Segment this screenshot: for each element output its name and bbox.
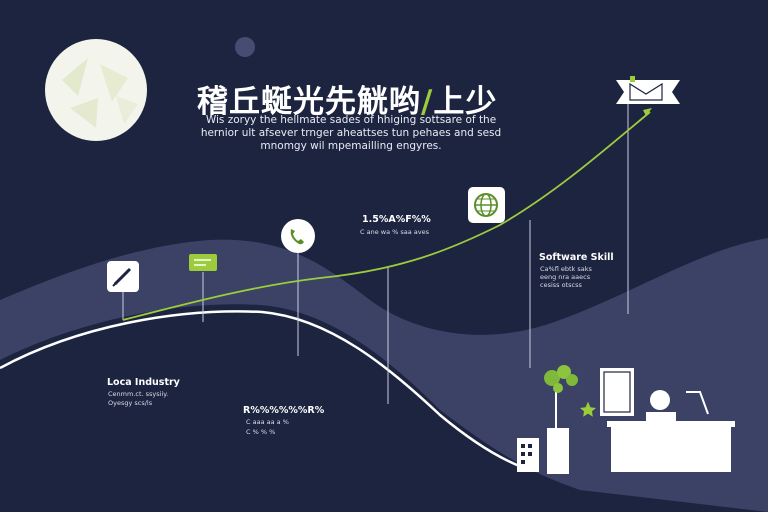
moon-illustration (45, 39, 147, 141)
milestone-stems (122, 104, 629, 404)
small-planet (235, 37, 255, 57)
globe-icon (468, 187, 505, 223)
software-skill-line-1: Ca%fl ebtk saks (540, 265, 592, 273)
front-hill (0, 304, 768, 512)
milestone-text: C ane wa % saa aves (360, 228, 430, 236)
hill-highlight (0, 310, 531, 472)
milestone-label: 1.5%A%F%% (362, 214, 431, 225)
bottom-caption-title: R%%%%%%R% (243, 405, 325, 416)
message-icon (189, 254, 217, 271)
software-skill-line-2: eeng nra aaecs (540, 273, 591, 281)
software-skill-line-3: cesiss otscss (540, 281, 582, 289)
software-skill-title: Software Skill (539, 252, 614, 263)
growth-line (122, 111, 651, 321)
local-industry-title: Loca Industry (107, 377, 180, 388)
pen-icon (107, 261, 139, 292)
local-industry-line-2: Oyesgy scs/ls (108, 399, 153, 407)
phone-icon (281, 219, 315, 253)
bottom-caption-line-1: C aaa aa a % (246, 418, 289, 426)
local-industry-line-1: Cenmm.ct. ssysiiy. (108, 390, 169, 398)
growth-arrowhead (643, 108, 652, 116)
page-subtitle: Wis zoryy the hellmate sades of hhiging … (200, 114, 502, 152)
office-scene (517, 365, 735, 474)
page-title: 稽丘蜒光先觥哟/上少 (197, 84, 498, 120)
flag-icon (616, 76, 680, 104)
bottom-caption-line-2: C % % % (246, 428, 276, 436)
